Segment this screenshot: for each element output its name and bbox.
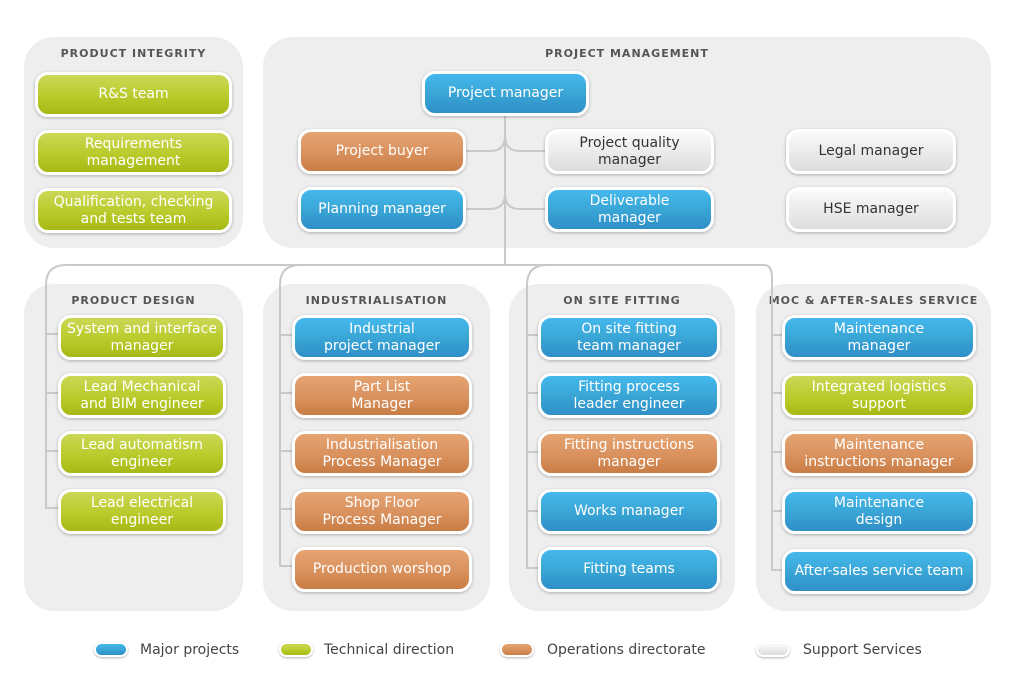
box-planning-manager: Planning manager (298, 187, 466, 232)
box-deliverable-manager: Deliverable manager (545, 187, 714, 232)
connector-industrialisation (279, 264, 301, 567)
panel-title-product-integrity: PRODUCT INTEGRITY (60, 47, 207, 60)
legend-label-technical-direction: Technical direction (324, 642, 455, 658)
box-qualification-team: Qualification, checking and tests team (35, 188, 232, 233)
box-part-list-manager: Part List Manager (292, 373, 472, 418)
box-industrialisation-process-manager: Industrialisation Process Manager (292, 431, 472, 476)
box-lead-mechanical-engineer: Lead Mechanical and BIM engineer (58, 373, 226, 418)
box-lead-electrical-engineer: Lead electrical engineer (58, 489, 226, 534)
box-rs-team: R&S team (35, 72, 232, 117)
legend-swatch-technical-direction (279, 642, 313, 657)
connector-on-site-fitting (526, 264, 548, 569)
box-maintenance-instructions-manager: Maintenance instructions manager (782, 431, 976, 476)
box-integrated-logistics-support: Integrated logistics support (782, 373, 976, 418)
box-maintenance-manager: Maintenance manager (782, 315, 976, 360)
box-works-manager: Works manager (538, 489, 720, 534)
connector-row-2 (465, 193, 545, 210)
box-legal-manager: Legal manager (786, 129, 956, 174)
panel-title-project-management: PROJECT MANAGEMENT (545, 47, 709, 60)
legend-label-major-projects: Major projects (140, 642, 240, 658)
box-project-quality-manager: Project quality manager (545, 129, 714, 174)
box-project-manager: Project manager (422, 71, 589, 116)
panel-title-moc: MOC & AFTER-SALES SERVICE (768, 294, 979, 307)
panel-title-product-design: PRODUCT DESIGN (71, 294, 196, 307)
panel-title-on-site-fitting: ON SITE FITTING (563, 294, 681, 307)
box-project-buyer: Project buyer (298, 129, 466, 174)
legend-swatch-major-projects (94, 642, 128, 657)
connector-bus (66, 264, 773, 279)
connector-ticks-moc (772, 334, 784, 512)
connector-ticks-design (46, 333, 58, 452)
box-fitting-process-leader: Fitting process leader engineer (538, 373, 720, 418)
box-after-sales-service-team: After-sales service team (782, 549, 976, 594)
legend-label-operations-directorate: Operations directorate (547, 642, 706, 658)
connector-product-design (45, 264, 67, 509)
box-fitting-teams: Fitting teams (538, 547, 720, 592)
panel-title-industrialisation: INDUSTRIALISATION (305, 294, 448, 307)
connector-moc (771, 278, 784, 571)
box-hse-manager: HSE manager (786, 187, 956, 232)
box-requirements-management: Requirements management (35, 130, 232, 175)
box-on-site-fitting-team-manager: On site fitting team manager (538, 315, 720, 360)
legend-swatch-operations-directorate (500, 642, 534, 657)
legend-swatch-support-services (756, 642, 790, 657)
box-system-interface-manager: System and interface manager (58, 315, 226, 360)
connector-row-1 (465, 135, 545, 152)
connector-ticks-industrialisation (280, 334, 294, 510)
box-industrial-project-manager: Industrial project manager (292, 315, 472, 360)
box-lead-automatism-engineer: Lead automatism engineer (58, 431, 226, 476)
box-maintenance-design: Maintenance design (782, 489, 976, 534)
box-shop-floor-process-manager: Shop Floor Process Manager (292, 489, 472, 534)
legend-label-support-services: Support Services (803, 642, 922, 658)
box-production-workshop: Production worshop (292, 547, 472, 592)
connector-ticks-fitting (527, 334, 540, 512)
box-fitting-instructions-manager: Fitting instructions manager (538, 431, 720, 476)
